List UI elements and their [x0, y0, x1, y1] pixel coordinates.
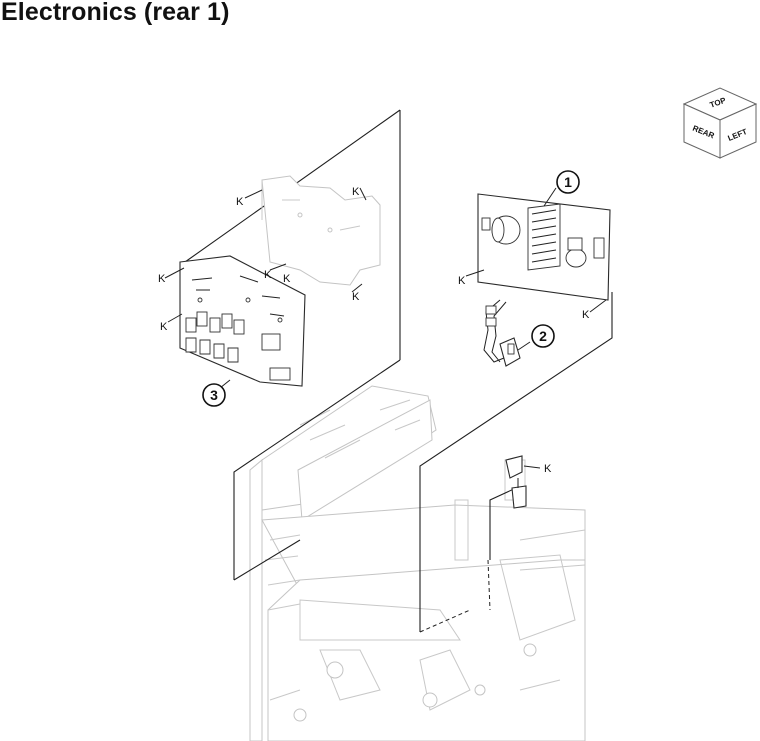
- printer-frame-drawing: [249, 385, 586, 741]
- callout-1: 1: [556, 170, 580, 194]
- k-marker: K: [352, 291, 360, 303]
- item-3-bracket: [261, 175, 381, 286]
- item-1-power-board: [477, 193, 611, 301]
- callout-2: 2: [531, 324, 555, 348]
- k-marker: K: [458, 275, 466, 287]
- item-2-cable-connector: [483, 299, 521, 367]
- k-marker: K: [352, 186, 360, 198]
- k-marker: K: [160, 321, 168, 333]
- leader-lines: [164, 187, 607, 469]
- k-markers: K K K K K K K K K K: [158, 186, 590, 475]
- item-3-circuit-board: [179, 255, 306, 387]
- k-marker: K: [582, 309, 590, 321]
- k-marker: K: [158, 273, 166, 285]
- k-marker: K: [283, 273, 291, 285]
- orientation-cube-icon: TOP REAR LEFT: [682, 87, 758, 159]
- k-marker: K: [544, 463, 552, 475]
- k-marker: K: [236, 196, 244, 208]
- callout-3-label: 3: [210, 387, 218, 403]
- callout-3: 3: [202, 383, 226, 407]
- frame-small-bracket: [505, 455, 527, 509]
- callout-2-label: 2: [539, 328, 547, 344]
- callout-1-label: 1: [564, 174, 572, 190]
- k-marker: K: [264, 269, 272, 281]
- page-title: Electronics (rear 1): [1, 0, 230, 26]
